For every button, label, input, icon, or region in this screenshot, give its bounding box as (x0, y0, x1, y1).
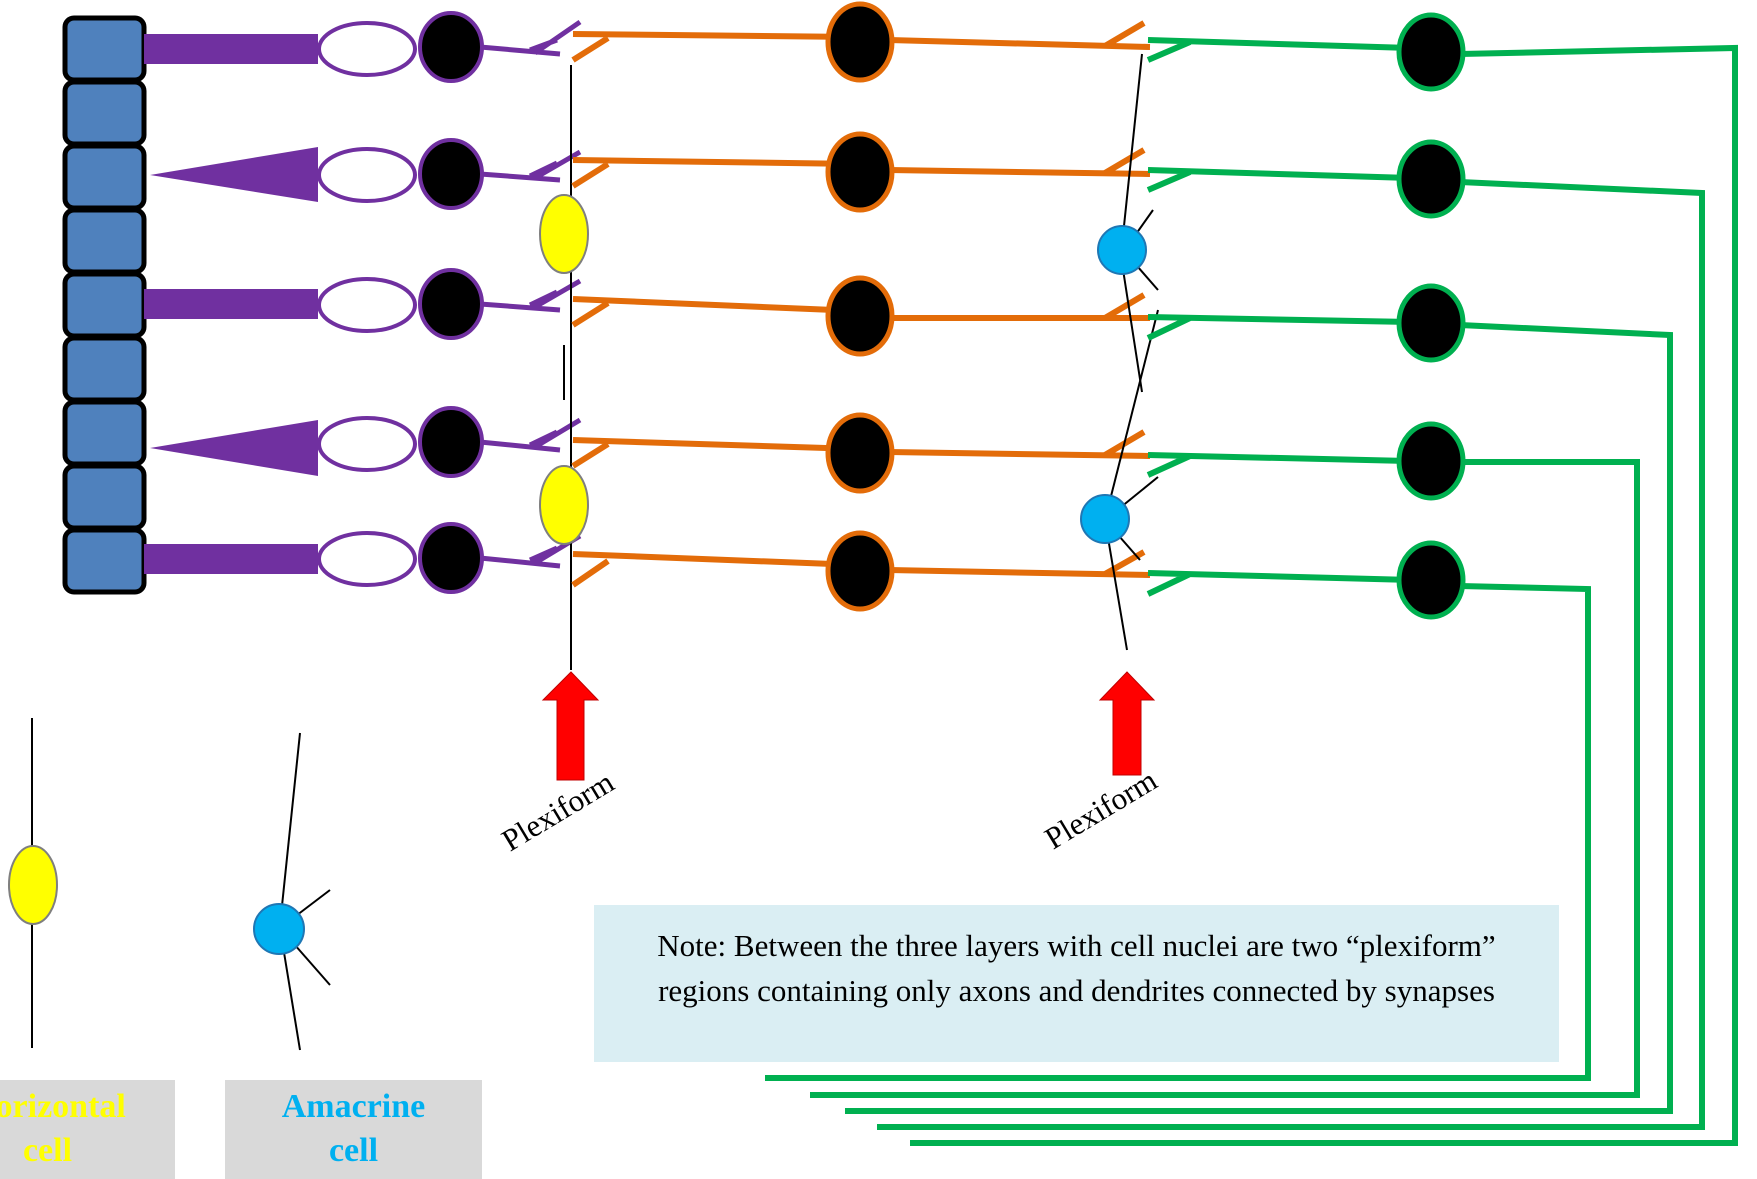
rod-outer-segment (144, 34, 318, 64)
ganglion-nucleus (1396, 12, 1466, 92)
legend-amacrine-cell-illustration (253, 732, 331, 1051)
ganglion-nucleus (1396, 283, 1466, 363)
legend-amacrine-line1: Amacrine (281, 1088, 426, 1125)
ganglion-dendrites (1146, 37, 1411, 597)
bipolar-axon (888, 292, 1150, 321)
bipolar-dendrite (571, 157, 859, 189)
pigment-epithelium (62, 15, 147, 595)
pigment-block (62, 399, 147, 467)
ganglion-axon (845, 322, 1673, 1114)
bipolar-cells (571, 20, 1151, 588)
horizontal-cells (539, 194, 589, 545)
bipolar-dendrite (571, 551, 859, 588)
bipolar-nucleus (825, 131, 895, 213)
horizontal-cell-processes (563, 65, 572, 670)
bipolar-axon (887, 20, 1151, 50)
legend-horizontal-line2: cell (22, 1132, 73, 1169)
bipolar-nucleus (825, 275, 895, 357)
ganglion-axon (877, 179, 1705, 1130)
legend-amacrine-cell: Amacrine cell (225, 1080, 482, 1179)
bipolar-nucleus (825, 530, 895, 612)
ganglion-axons-optic-nerve (765, 44, 1738, 1146)
photoreceptors (144, 34, 318, 574)
note-box: Note: Between the three layers with cell… (594, 905, 1559, 1062)
photoreceptor-nucleus (418, 406, 484, 478)
legend-horizontal-cell-body (8, 845, 58, 925)
rod-outer-segment (144, 544, 318, 574)
photoreceptor-nucleus (418, 522, 484, 594)
legend-horizontal-cell-illustration (8, 718, 58, 1048)
bipolar-nucleus (825, 1, 895, 83)
legend-horizontal-line1: Horizontal (0, 1088, 126, 1125)
legend-amacrine-cell-body (253, 903, 305, 955)
inner-segment (317, 21, 417, 77)
ganglion-nucleus (1396, 540, 1466, 620)
amacrine-cell-body (1080, 494, 1130, 544)
pigment-block (62, 207, 147, 275)
pigment-block (62, 79, 147, 147)
bipolar-nuclei (825, 1, 895, 612)
ganglion-nuclei (1396, 12, 1466, 620)
pigment-block (62, 527, 147, 595)
photoreceptor-nucleus (418, 268, 484, 340)
plexiform-label-right: Plexiform (1039, 762, 1163, 856)
inner-segment (317, 147, 417, 203)
photoreceptor-nuclei (418, 11, 582, 594)
cone-outer-segment (150, 420, 318, 476)
pigment-block (62, 15, 147, 83)
pigment-block (62, 463, 147, 531)
inner-segment (317, 277, 417, 333)
plexiform-arrow-left (541, 671, 600, 781)
note-text: Note: Between the three layers with cell… (657, 928, 1496, 1008)
photoreceptor-nucleus (418, 138, 484, 210)
ganglion-axon (765, 583, 1591, 1081)
ganglion-nucleus (1396, 139, 1466, 219)
cone-outer-segment (150, 147, 318, 202)
photoreceptor-inner-segments (317, 21, 417, 587)
legend-horizontal-cell: Horizontal cell (0, 1080, 175, 1179)
ganglion-nucleus (1396, 421, 1466, 501)
rod-outer-segment (144, 289, 318, 319)
bipolar-nucleus (825, 412, 895, 494)
ganglion-axon (810, 459, 1640, 1098)
bipolar-dendrite (571, 31, 859, 63)
photoreceptor-nucleus (418, 11, 484, 83)
horizontal-cell-body (539, 465, 589, 545)
pigment-block (62, 271, 147, 339)
amacrine-cell-processes (1104, 53, 1159, 651)
plexiform-arrows (541, 671, 1156, 781)
ganglion-axon (910, 44, 1738, 1146)
amacrine-cell-body (1097, 225, 1147, 275)
legend-amacrine-line2: cell (328, 1132, 379, 1169)
amacrine-cells (1080, 225, 1147, 544)
horizontal-cell-body (539, 194, 589, 274)
photoreceptor-terminal (479, 19, 582, 569)
bipolar-axon (887, 147, 1151, 177)
inner-segment (317, 531, 417, 587)
pigment-block (62, 143, 147, 211)
plexiform-arrow-right (1098, 671, 1156, 776)
inner-segment (317, 416, 417, 472)
bipolar-dendrite (571, 437, 859, 469)
bipolar-axon (887, 429, 1151, 459)
bipolar-dendrite (571, 296, 859, 328)
pigment-block (62, 335, 147, 403)
